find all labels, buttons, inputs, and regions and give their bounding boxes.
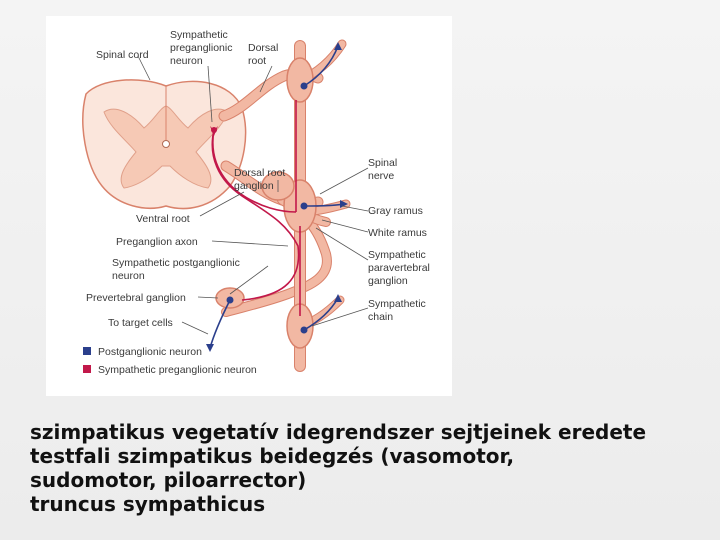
label-white-ramus: White ramus xyxy=(368,227,427,239)
label-preganglion-axon: Preganglion axon xyxy=(116,236,198,248)
label-symp-pre-3: neuron xyxy=(170,55,203,67)
legend-postganglionic: Postganglionic neuron xyxy=(98,346,202,358)
caption: szimpatikus vegetatív idegrendszer sejtj… xyxy=(30,420,710,516)
diagram-svg: Spinal cord Sympathetic preganglionic ne… xyxy=(46,16,452,396)
label-symp-post-2: neuron xyxy=(112,270,145,282)
postganglionic-neuron-body xyxy=(301,83,308,90)
label-chain-2: chain xyxy=(368,311,393,323)
label-chain-1: Sympathetic xyxy=(368,298,426,310)
caption-line-1: szimpatikus vegetatív idegrendszer sejtj… xyxy=(30,420,710,444)
legend-preganglionic: Sympathetic preganglionic neuron xyxy=(98,364,257,376)
spinal-cord-section xyxy=(83,80,246,209)
caption-line-3: sudomotor, piloarrector) xyxy=(30,468,710,492)
label-gray-ramus: Gray ramus xyxy=(368,205,423,217)
label-drg-2: ganglion xyxy=(234,180,274,192)
label-spinal-nerve-2: nerve xyxy=(368,170,394,182)
sympathetic-nervous-system-figure: Spinal cord Sympathetic preganglionic ne… xyxy=(46,16,452,396)
label-para-3: ganglion xyxy=(368,275,408,287)
caption-line-4: truncus sympathicus xyxy=(30,492,710,516)
label-prevertebral: Prevertebral ganglion xyxy=(86,292,186,304)
caption-line-2: testfali szimpatikus beidegzés (vasomoto… xyxy=(30,444,710,468)
central-canal xyxy=(163,141,170,148)
label-spinal-cord: Spinal cord xyxy=(96,49,149,61)
label-drg-1: Dorsal root xyxy=(234,167,285,179)
label-symp-pre-2: preganglionic xyxy=(170,42,232,54)
label-dorsal-root-2: root xyxy=(248,55,266,67)
legend-swatch-preganglionic xyxy=(83,365,91,373)
label-ventral-root: Ventral root xyxy=(136,213,190,225)
label-symp-post-1: Sympathetic postganglionic xyxy=(112,257,240,269)
legend: Postganglionic neuron Sympathetic pregan… xyxy=(83,346,257,376)
label-spinal-nerve-1: Spinal xyxy=(368,157,397,169)
label-symp-pre-1: Sympathetic xyxy=(170,29,228,41)
label-target: To target cells xyxy=(108,317,173,329)
label-para-2: paravertebral xyxy=(368,262,430,274)
label-dorsal-root-1: Dorsal xyxy=(248,42,278,54)
label-para-1: Sympathetic xyxy=(368,249,426,261)
legend-swatch-postganglionic xyxy=(83,347,91,355)
upper-chain-ganglion xyxy=(287,58,313,102)
